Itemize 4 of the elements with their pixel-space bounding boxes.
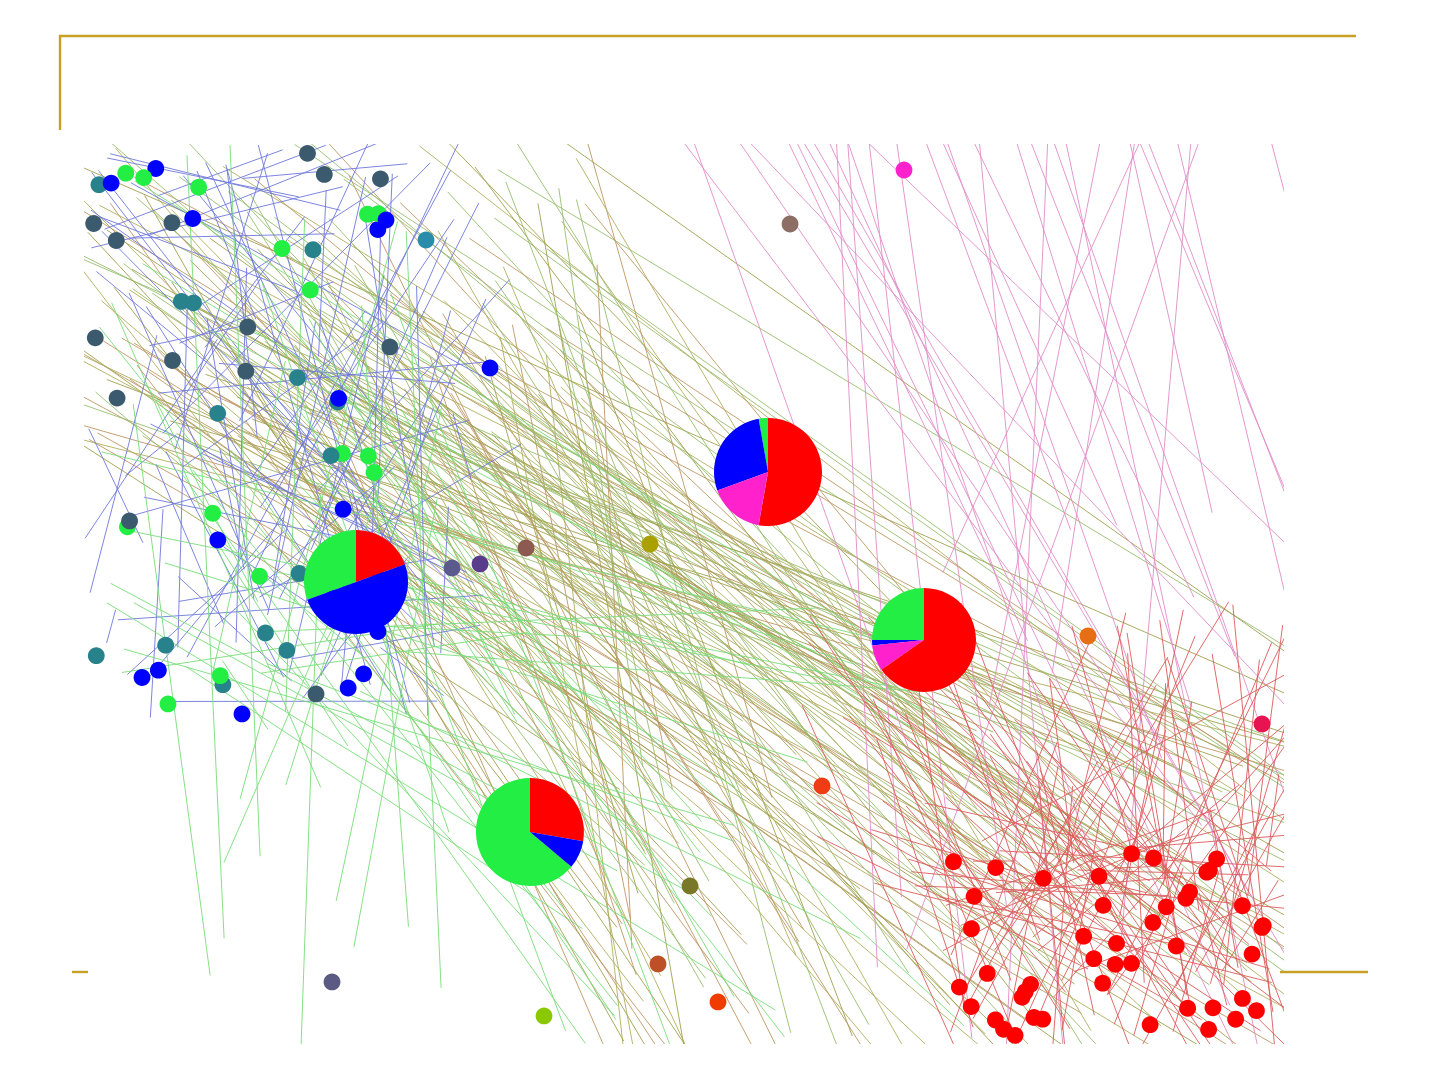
pie-chart: [476, 777, 584, 886]
pie-chart: [714, 417, 822, 526]
pie-chart: [872, 587, 976, 692]
pie-chart: [304, 530, 408, 634]
